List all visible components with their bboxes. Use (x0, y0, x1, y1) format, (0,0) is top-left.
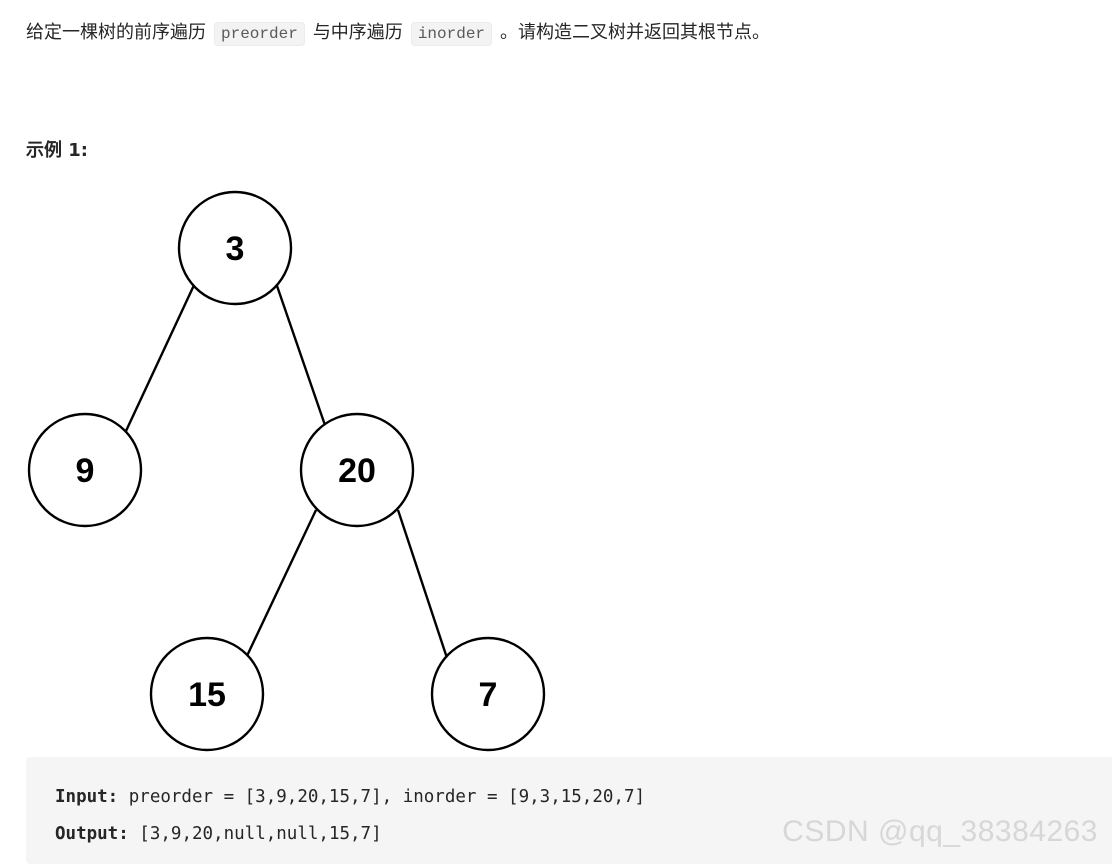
binary-tree-diagram: 3 9 20 15 7 (27, 190, 546, 752)
tree-node-label: 9 (76, 452, 95, 490)
tree-node-label: 7 (479, 676, 498, 714)
edge-20-7 (396, 509, 449, 659)
csdn-watermark: CSDN @qq_38384263 (782, 815, 1098, 848)
tree-node-label: 20 (338, 452, 376, 490)
tree-node-3: 3 (177, 190, 293, 306)
output-line: Output: [3,9,20,null,null,15,7] (55, 816, 1112, 853)
tree-node-15: 15 (149, 636, 265, 752)
description-text-2: 与中序遍历 (312, 22, 403, 43)
example-heading: 示例 1: (26, 140, 88, 161)
tree-node-20: 20 (299, 412, 415, 528)
problem-description: 给定一棵树的前序遍历 preorder 与中序遍历 inorder 。请构造二叉树并返回… (26, 16, 1106, 51)
code-preorder: preorder (214, 22, 305, 46)
tree-node-label: 3 (226, 230, 245, 268)
tree-node-9: 9 (27, 412, 143, 528)
example-code-block: Input: preorder = [3,9,20,15,7], inorder… (26, 757, 1112, 864)
input-line: Input: preorder = [3,9,20,15,7], inorder… (55, 779, 1112, 816)
edge-20-15 (244, 509, 318, 659)
description-text-3: 。请构造二叉树并返回其根节点。 (500, 22, 771, 43)
tree-node-7: 7 (430, 636, 546, 752)
edge-3-20 (274, 282, 329, 432)
code-inorder: inorder (410, 22, 493, 46)
description-text-1: 给定一棵树的前序遍历 (26, 22, 206, 43)
input-label: Input: (55, 787, 119, 807)
input-value: preorder = [3,9,20,15,7], inorder = [9,3… (118, 787, 646, 807)
tree-node-label: 15 (188, 676, 226, 714)
output-value: [3,9,20,null,null,15,7] (128, 824, 382, 844)
edge-3-9 (124, 282, 197, 432)
output-label: Output: (55, 824, 129, 844)
